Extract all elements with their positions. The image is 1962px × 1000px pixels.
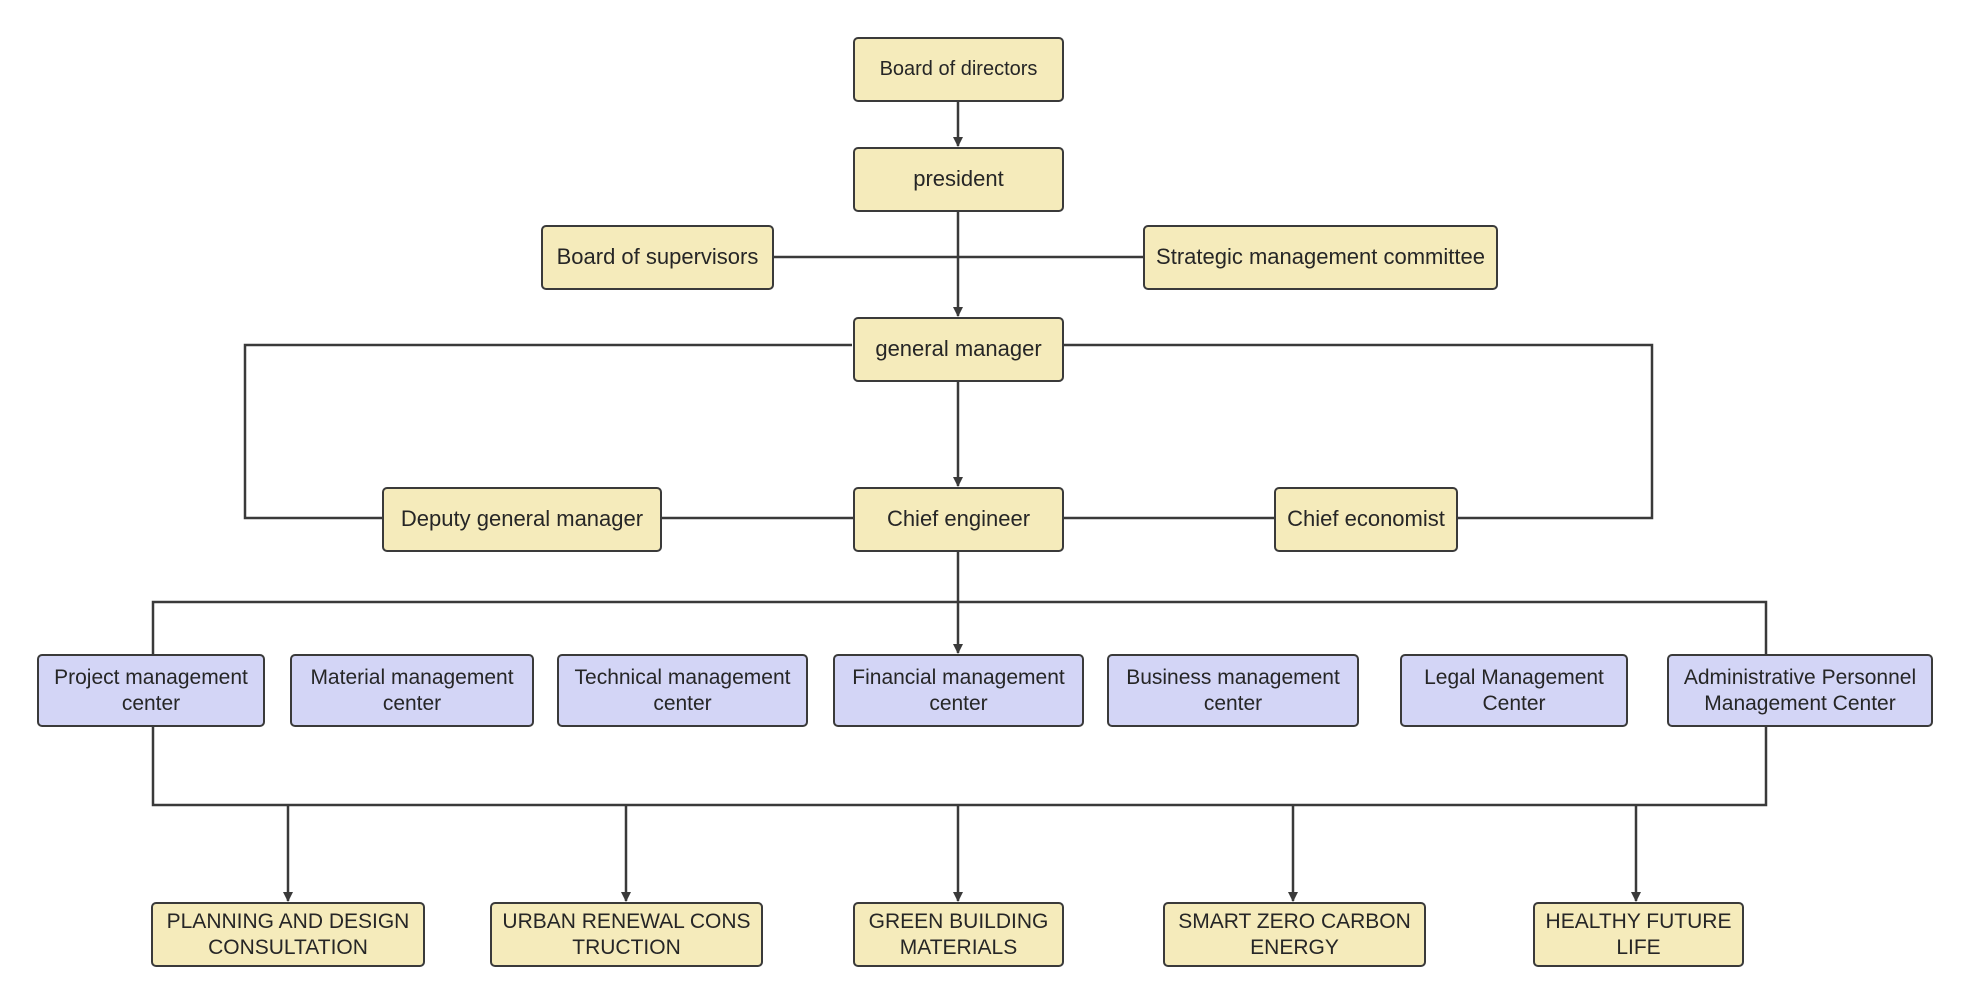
node-chief-engineer: Chief engineer [853, 487, 1064, 552]
node-technical-management-center: Technical management center [557, 654, 808, 727]
node-business-management-center: Business management center [1107, 654, 1359, 727]
node-board-of-directors: Board of directors [853, 37, 1064, 102]
node-deputy-general-manager: Deputy general manager [382, 487, 662, 552]
connector-loop-right [1062, 343, 1654, 520]
node-administrative-personnel-management-center: Administrative Personnel Management Cent… [1667, 654, 1933, 727]
node-financial-management-center: Financial management center [833, 654, 1084, 727]
node-general-manager: general manager [853, 317, 1064, 382]
connector-loop-left [243, 343, 852, 520]
connector-centers-bottom-bus [151, 726, 1768, 807]
connector-centers-top-bus [151, 600, 1768, 654]
node-strategic-management-committee: Strategic management committee [1143, 225, 1498, 290]
node-president: president [853, 147, 1064, 212]
node-material-management-center: Material management center [290, 654, 534, 727]
node-project-management-center: Project management center [37, 654, 265, 727]
node-legal-management-center: Legal Management Center [1400, 654, 1628, 727]
node-smart-zero-carbon-energy: SMART ZERO CARBON ENERGY [1163, 902, 1426, 967]
node-green-building-materials: GREEN BUILDING MATERIALS [853, 902, 1064, 967]
node-chief-economist: Chief economist [1274, 487, 1458, 552]
node-healthy-future-life: HEALTHY FUTURE LIFE [1533, 902, 1744, 967]
node-board-of-supervisors: Board of supervisors [541, 225, 774, 290]
node-urban-renewal-construction: URBAN RENEWAL CONS TRUCTION [490, 902, 763, 967]
node-planning-and-design-consultation: PLANNING AND DESIGN CONSULTATION [151, 902, 425, 967]
